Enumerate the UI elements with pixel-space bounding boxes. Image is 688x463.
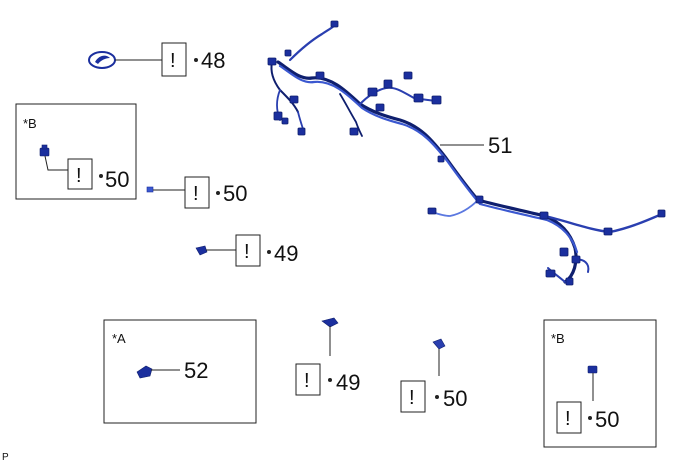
callout-49b-glyph: ! [304,370,310,392]
callout-49a: ! 49 [235,234,298,267]
box-b-right: *B ! 50 [543,319,657,448]
box-b-right-label: *B [551,331,565,346]
callout-50b-number: 50 [223,181,247,206]
callout-48: ! 48 [161,42,225,77]
box-b-left-label: *B [23,116,37,131]
callout-48-glyph: ! [170,50,176,72]
callout-50c-glyph: ! [409,387,415,409]
box-a: *A 52 [103,319,257,424]
part-49b [321,317,339,328]
label-51: 51 [488,133,512,158]
box-b-left: *B ! 50 [15,103,137,200]
callout-49b: ! 49 [295,363,360,396]
callout-49a-number: 49 [274,241,298,266]
part-48 [88,51,116,69]
callout-50c-number: 50 [443,386,467,411]
callout-49b-number: 49 [336,370,360,395]
wire-harness [267,20,666,286]
label-52: 52 [184,358,208,383]
part-52 [136,365,153,379]
part-49a [195,245,208,256]
callout-50c: ! 50 [400,380,467,413]
part-50c [432,338,446,350]
part-50b [146,186,154,193]
callout-48-number: 48 [201,48,225,73]
callout-49a-glyph: ! [244,241,250,263]
callout-50a-glyph: ! [76,165,82,187]
callout-50b-glyph: ! [193,183,199,205]
box-a-label: *A [112,331,126,346]
callout-50b: ! 50 [184,176,247,209]
corner-code: P [2,452,9,463]
callout-50a-number: 50 [105,167,129,192]
callout-50d-number: 50 [595,407,619,432]
callout-50d-glyph: ! [565,408,571,430]
